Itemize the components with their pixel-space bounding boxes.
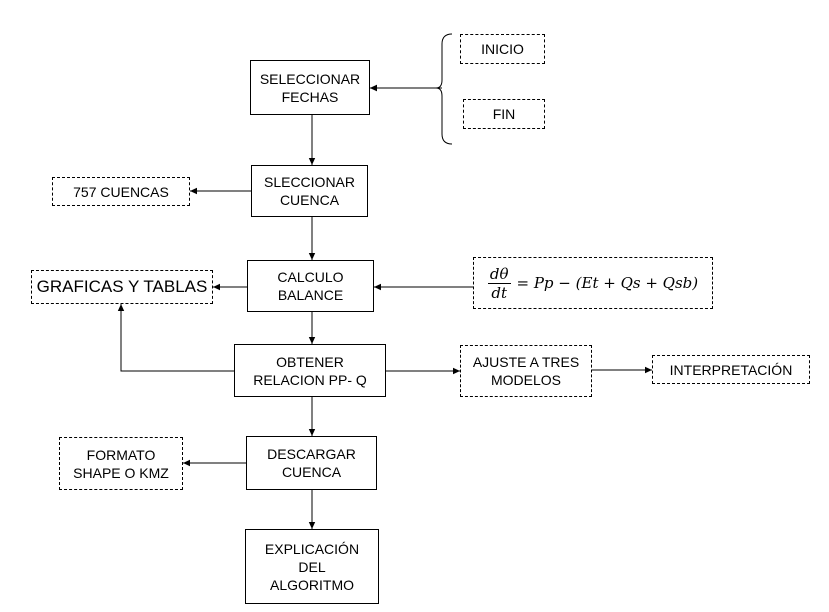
node-obtener-relacion: OBTENER RELACION PP- Q [234, 344, 386, 397]
node-explicacion-algoritmo: EXPLICACIÓN DEL ALGORITMO [245, 529, 379, 604]
node-label: INTERPRETACIÓN [669, 361, 793, 378]
node-label: SLECCIONAR CUENCA [263, 174, 356, 208]
formula-fraction: dθ dt [487, 264, 511, 302]
node-formula: dθ dt = Pp − (Et + Qs + Qsb) [473, 257, 713, 309]
curly-brace [435, 33, 453, 145]
node-757-cuencas: 757 CUENCAS [52, 177, 190, 206]
node-seleccionar-fechas: SELECCIONAR FECHAS [250, 60, 370, 115]
node-descargar-cuenca: DESCARGAR CUENCA [246, 436, 377, 490]
edge-obtener-relacion-to-graficas-tablas [117, 304, 234, 372]
node-ajuste-modelos: AJUSTE A TRES MODELOS [460, 345, 592, 397]
node-label: OBTENER RELACION PP- Q [253, 353, 367, 388]
formula-numerator: dθ [487, 264, 511, 284]
node-graficas-tablas: GRAFICAS Y TABLAS [31, 270, 213, 304]
node-label: FORMATO SHAPE O KMZ [73, 446, 169, 481]
node-seleccionar-cuenca: SLECCIONAR CUENCA [251, 165, 368, 217]
node-inicio: INICIO [460, 34, 545, 64]
node-fin: FIN [463, 99, 545, 129]
node-label: SELECCIONAR FECHAS [259, 70, 361, 105]
node-calculo-balance: CALCULO BALANCE [247, 260, 374, 312]
node-interpretacion: INTERPRETACIÓN [652, 355, 810, 384]
node-label: GRAFICAS Y TABLAS [36, 277, 208, 296]
formula-rhs: = Pp − (Et + Qs + Qsb) [516, 274, 699, 292]
node-label: 757 CUENCAS [73, 183, 169, 200]
node-label: CALCULO BALANCE [277, 269, 344, 303]
node-label: FIN [492, 106, 516, 122]
node-label: INICIO [481, 41, 524, 57]
node-label: EXPLICACIÓN DEL ALGORITMO [264, 540, 360, 593]
node-label: DESCARGAR CUENCA [267, 446, 356, 480]
node-label: AJUSTE A TRES MODELOS [472, 354, 580, 388]
node-formato-shape: FORMATO SHAPE O KMZ [59, 437, 183, 490]
formula-denominator: dt [491, 283, 507, 302]
